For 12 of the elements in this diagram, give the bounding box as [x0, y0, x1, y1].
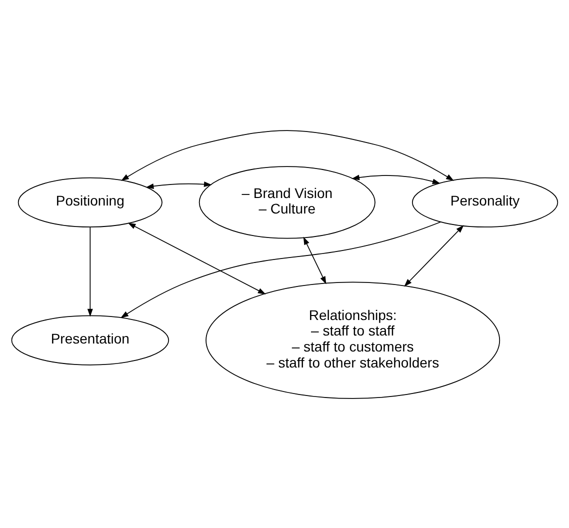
node-ellipse: Presentation: [11, 314, 170, 365]
arrow: [120, 221, 442, 318]
arrow: [352, 174, 440, 184]
node-ellipse: Relationships: – staff to staff – staff to customers – staff to other stakeholders: [206, 281, 500, 398]
arrow: [128, 222, 266, 294]
node-ellipse: – Brand Vision – Culture: [198, 166, 376, 238]
arrow: [146, 181, 212, 188]
node-ellipse: Positioning: [18, 176, 162, 227]
arrow: [120, 130, 454, 180]
arrow: [303, 236, 326, 284]
arrow: [87, 226, 93, 316]
arrow: [404, 224, 464, 286]
